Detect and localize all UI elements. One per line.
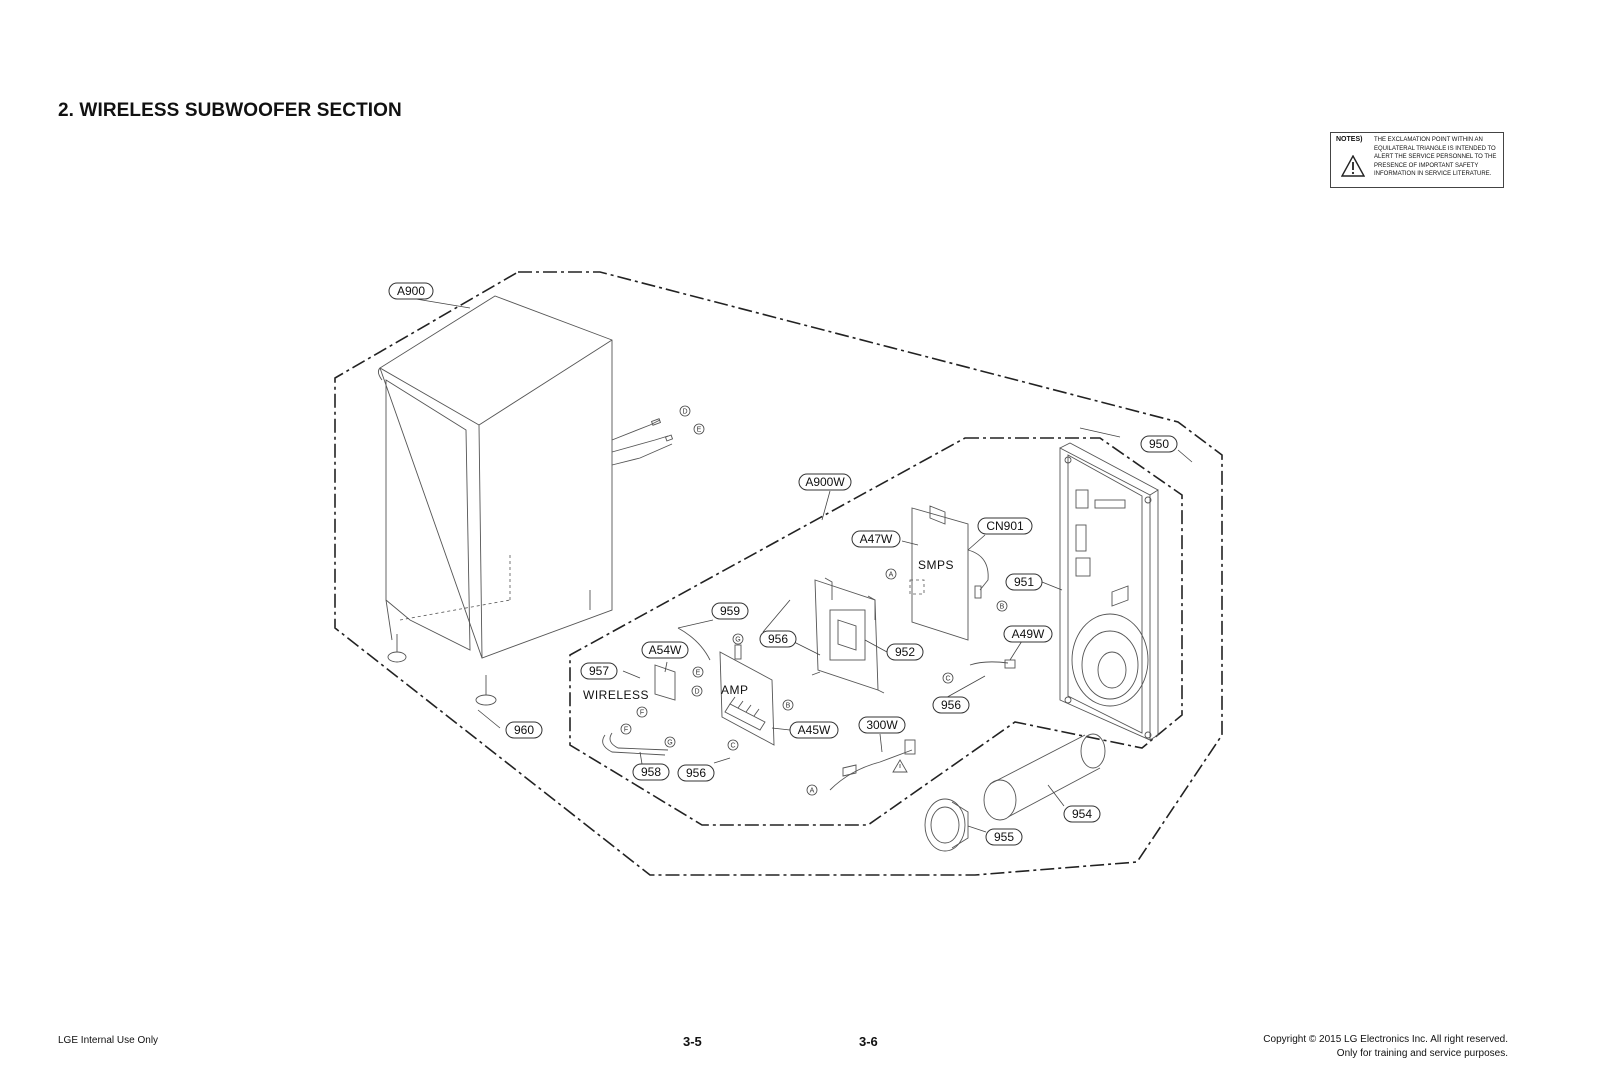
a900-assembly-boundary bbox=[334, 271, 1223, 876]
connector-marker-e-amp: E bbox=[692, 666, 704, 678]
page-number-left: 3-5 bbox=[683, 1034, 702, 1049]
callout-a49w: A49W bbox=[1003, 625, 1053, 643]
callout-a47w-label: A47W bbox=[860, 532, 893, 546]
callout-954: 954 bbox=[1063, 805, 1101, 823]
svg-text:G: G bbox=[735, 637, 740, 644]
connector-marker-f-cable: F bbox=[620, 723, 632, 735]
connector-marker-c-amp: C bbox=[727, 739, 739, 751]
callout-959-label: 959 bbox=[720, 604, 740, 618]
callout-958-label: 958 bbox=[641, 765, 661, 779]
connector-marker-b-amp: B bbox=[782, 699, 794, 711]
page-number-right: 3-6 bbox=[859, 1034, 878, 1049]
svg-text:G: G bbox=[667, 740, 672, 747]
smps-label: SMPS bbox=[918, 558, 954, 572]
connector-marker-e-cabinet: E bbox=[693, 423, 705, 435]
callout-954-label: 954 bbox=[1072, 807, 1092, 821]
callout-a900w: A900W bbox=[798, 473, 852, 491]
callout-300w-label: 300W bbox=[866, 718, 898, 732]
connector-marker-f-wireless: F bbox=[636, 706, 648, 718]
callout-956-right: 956 bbox=[932, 696, 970, 714]
callout-a49w-label: A49W bbox=[1012, 627, 1045, 641]
wireless-label: WIRELESS bbox=[583, 688, 649, 702]
a900w-assembly-boundary bbox=[569, 437, 1183, 826]
callout-a45w-label: A45W bbox=[798, 723, 831, 737]
notes-text: THE EXCLAMATION POINT WITHIN AN EQUILATE… bbox=[1374, 137, 1497, 178]
svg-text:B: B bbox=[1000, 604, 1005, 611]
callout-a54w-label: A54W bbox=[649, 643, 682, 657]
footer-usage: Only for training and service purposes. bbox=[1336, 1048, 1508, 1059]
callout-958: 958 bbox=[632, 763, 670, 781]
wireless-module bbox=[654, 627, 711, 701]
callout-956-lower: 956 bbox=[677, 764, 715, 782]
callout-960: 960 bbox=[505, 721, 543, 739]
svg-text:F: F bbox=[640, 710, 644, 717]
callout-951: 951 bbox=[1005, 573, 1043, 591]
connector-marker-g-cable: G bbox=[664, 736, 676, 748]
callout-952-label: 952 bbox=[895, 645, 915, 659]
footer-internal-use: LGE Internal Use Only bbox=[58, 1035, 159, 1046]
connector-marker-d-amp: D bbox=[691, 685, 703, 697]
svg-text:E: E bbox=[696, 670, 701, 677]
connector-marker-d-cabinet: D bbox=[679, 405, 691, 417]
callout-956-lower-label: 956 bbox=[686, 766, 706, 780]
svg-text:A: A bbox=[810, 788, 815, 795]
callout-952: 952 bbox=[886, 643, 924, 661]
leader-lines bbox=[415, 298, 1193, 833]
page-title: 2. WIRELESS SUBWOOFER SECTION bbox=[58, 100, 402, 121]
connector-marker-g-amp: G bbox=[732, 633, 744, 645]
callout-cn901-label: CN901 bbox=[986, 519, 1024, 533]
amp-label: AMP bbox=[721, 683, 749, 697]
callout-a900w-label: A900W bbox=[805, 475, 845, 489]
notes-heading: NOTES) bbox=[1336, 136, 1363, 143]
callout-a45w: A45W bbox=[789, 721, 839, 739]
callout-960-label: 960 bbox=[514, 723, 534, 737]
svg-text:C: C bbox=[945, 676, 950, 683]
callout-955: 955 bbox=[985, 828, 1023, 846]
smps-board bbox=[909, 505, 989, 641]
callout-950-label: 950 bbox=[1149, 437, 1169, 451]
callout-956-upper-label: 956 bbox=[768, 632, 788, 646]
callout-957: 957 bbox=[580, 662, 618, 680]
callout-956-right-label: 956 bbox=[941, 698, 961, 712]
callout-a47w: A47W bbox=[851, 530, 901, 548]
power-cord bbox=[829, 739, 916, 791]
warning-triangle-icon bbox=[1341, 155, 1365, 177]
callout-959: 959 bbox=[711, 602, 749, 620]
connector-marker-a-cord: A bbox=[806, 784, 818, 796]
callout-955-label: 955 bbox=[994, 830, 1014, 844]
svg-text:C: C bbox=[730, 743, 735, 750]
callout-a900: A900 bbox=[388, 282, 434, 300]
callout-956-upper: 956 bbox=[759, 630, 797, 648]
footer-copyright-block: Copyright © 2015 LG Electronics Inc. All… bbox=[1263, 1033, 1508, 1061]
connector-marker-b-smps: B bbox=[996, 600, 1008, 612]
callout-951-label: 951 bbox=[1014, 575, 1034, 589]
chassis-bracket bbox=[811, 577, 885, 694]
svg-text:F: F bbox=[624, 727, 628, 734]
callout-a54w: A54W bbox=[641, 641, 689, 659]
callout-a900-label: A900 bbox=[397, 284, 425, 298]
svg-text:E: E bbox=[697, 427, 702, 434]
connector-cable-a49w bbox=[969, 659, 1016, 669]
callout-cn901: CN901 bbox=[977, 517, 1033, 535]
svg-text:D: D bbox=[682, 409, 687, 416]
ffc-cable bbox=[602, 732, 669, 756]
svg-text:B: B bbox=[786, 703, 791, 710]
connector-marker-c-a49w: C bbox=[942, 672, 954, 684]
connector-marker-a-smps: A bbox=[885, 568, 897, 580]
amp-board bbox=[719, 644, 775, 746]
rear-panel bbox=[1059, 442, 1159, 741]
svg-text:D: D bbox=[694, 689, 699, 696]
callout-300w: 300W bbox=[858, 716, 906, 734]
port-flange bbox=[924, 798, 969, 852]
subwoofer-cabinet bbox=[377, 295, 674, 706]
callout-950: 950 bbox=[1140, 435, 1178, 453]
notes-box: NOTES) THE EXCLAMATION POINT WITHIN AN E… bbox=[1330, 132, 1504, 188]
callout-957-label: 957 bbox=[589, 664, 609, 678]
svg-text:A: A bbox=[889, 572, 894, 579]
footer-copyright: Copyright © 2015 LG Electronics Inc. All… bbox=[1263, 1034, 1508, 1045]
